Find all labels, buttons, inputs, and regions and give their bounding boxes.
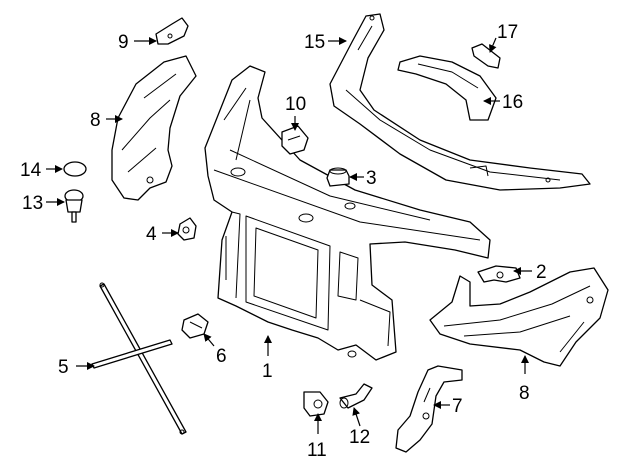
cap-part-14 [63,161,87,177]
callout-label-6: 6 [216,346,227,367]
support-rod-part-5 [91,282,187,435]
callout-label-1: 1 [262,361,273,382]
callout-label-17: 17 [497,22,518,43]
connector-part-11 [303,391,329,417]
lower-member-part-8-right [429,267,609,367]
lower-bracket-part-7 [395,365,463,453]
callout-label-12: 12 [349,427,370,448]
callout-2: 2 [513,262,547,283]
callout-15: 15 [304,32,347,53]
callout-16: 16 [483,92,523,113]
callout-label-5: 5 [58,357,69,378]
callout-8-left: 8 [90,110,123,131]
hose-part-12 [339,383,373,409]
callout-label-9: 9 [118,32,129,53]
callout-label-3: 3 [366,168,377,189]
callout-label-2: 2 [536,262,547,283]
callout-6: 6 [203,333,227,367]
upper-bracket-part-15 [329,13,591,191]
callout-label-10: 10 [285,94,306,115]
upper-bracket-part-16 [397,55,497,121]
clip-part-4 [177,217,197,241]
callout-label-8-right: 8 [519,383,530,404]
callout-17: 17 [489,22,518,53]
callout-7: 7 [433,396,463,417]
callout-8-right: 8 [519,355,530,404]
callout-11: 11 [307,413,327,461]
clip-part-10 [281,125,309,155]
side-member-part-8-left [111,55,197,201]
callout-label-4: 4 [146,224,157,245]
callout-13: 13 [22,193,65,214]
callout-5: 5 [58,357,95,378]
callout-3: 3 [349,168,377,189]
callout-label-7: 7 [452,396,463,417]
callout-14: 14 [20,160,63,181]
callout-10: 10 [285,94,306,131]
callout-label-16: 16 [502,92,523,113]
callout-label-13: 13 [22,193,43,214]
callout-label-8-left: 8 [90,110,101,131]
callout-12: 12 [349,407,370,448]
plug-part-3 [326,167,350,187]
bracket-part-9 [155,17,189,45]
clip-part-17 [471,43,501,69]
callout-label-15: 15 [304,32,325,53]
bolt-part-13 [64,189,84,223]
callout-1: 1 [262,335,273,382]
bracket-part-2 [477,265,521,283]
callout-4: 4 [146,224,179,245]
callout-label-11: 11 [307,440,327,461]
callout-9: 9 [118,32,157,53]
callout-label-14: 14 [20,160,42,181]
radiator-support-part [204,65,491,361]
